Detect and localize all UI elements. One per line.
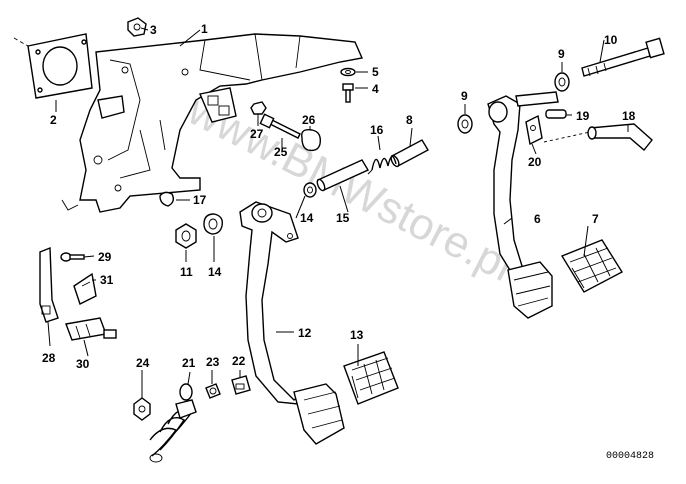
callout-13: 13 [350,328,364,342]
callout-9-left: 9 [461,89,468,103]
nut-11 [175,223,197,249]
diagram-code: 00004828 [606,451,654,462]
callout-29: 29 [98,250,112,264]
callout-14-lower: 14 [208,265,222,279]
screw-29 [60,252,85,262]
callout-5: 5 [372,65,379,79]
callout-8: 8 [406,113,413,127]
callout-3: 3 [150,23,157,37]
callout-6: 6 [534,212,541,226]
washer-5 [340,67,356,77]
callout-16: 16 [370,123,384,137]
washer-9-right [554,72,570,92]
callout-31: 31 [100,273,114,287]
switch-30 [65,317,117,341]
push-rod-18 [543,123,653,152]
callout-14-upper: 14 [300,211,314,225]
bolt-22 [231,375,251,395]
callout-1: 1 [201,22,208,36]
pedal-pad-7 [560,239,623,293]
callout-labels: 1 2 3 4 5 6 7 8 9 9 10 11 12 13 14 14 15… [42,22,636,371]
callout-17: 17 [193,193,207,207]
clip-31 [73,272,97,305]
spring-16 [367,155,397,175]
brake-pedal-arm-6 [487,91,559,319]
callout-10: 10 [604,33,618,47]
clutch-pedal-arm-12 [239,201,345,445]
callout-12: 12 [298,326,312,340]
bolt-25 [259,113,301,139]
nut-27 [250,101,267,115]
bushing-14-upper [303,182,317,198]
callout-25: 25 [274,145,288,159]
callout-2: 2 [50,113,57,127]
bolt-4 [342,83,354,103]
pedal-pad-13 [343,351,399,405]
callout-4: 4 [372,82,379,96]
callout-27: 27 [250,127,264,141]
pedal-bracket [61,33,363,213]
callout-30: 30 [76,357,90,371]
callout-9-right: 9 [558,47,565,61]
bump-stop-26 [301,128,322,152]
leader-lines [47,27,629,398]
switch-bracket-28 [39,246,59,323]
callout-24: 24 [136,356,150,370]
callout-7: 7 [592,212,599,226]
callout-21: 21 [182,356,196,370]
spring-assembly-21 [149,383,197,463]
callout-15: 15 [336,211,350,225]
pin-19 [545,109,567,119]
gasket-plate [13,33,93,99]
callout-18: 18 [622,109,636,123]
bushing-14-lower [203,213,224,235]
callout-26: 26 [302,113,316,127]
bolt-10 [581,37,665,77]
callout-28: 28 [42,351,56,365]
callout-11: 11 [180,265,193,279]
callout-22: 22 [232,354,246,368]
callout-19: 19 [576,109,590,123]
bushing-23 [205,383,221,399]
nut-3 [127,17,147,37]
clip-17 [159,191,175,207]
callout-20: 20 [528,155,542,169]
washer-9-left [457,114,473,134]
nut-24 [133,397,151,421]
callout-23: 23 [206,355,220,369]
shaft-15 [316,159,370,192]
bracket-20 [525,114,543,146]
